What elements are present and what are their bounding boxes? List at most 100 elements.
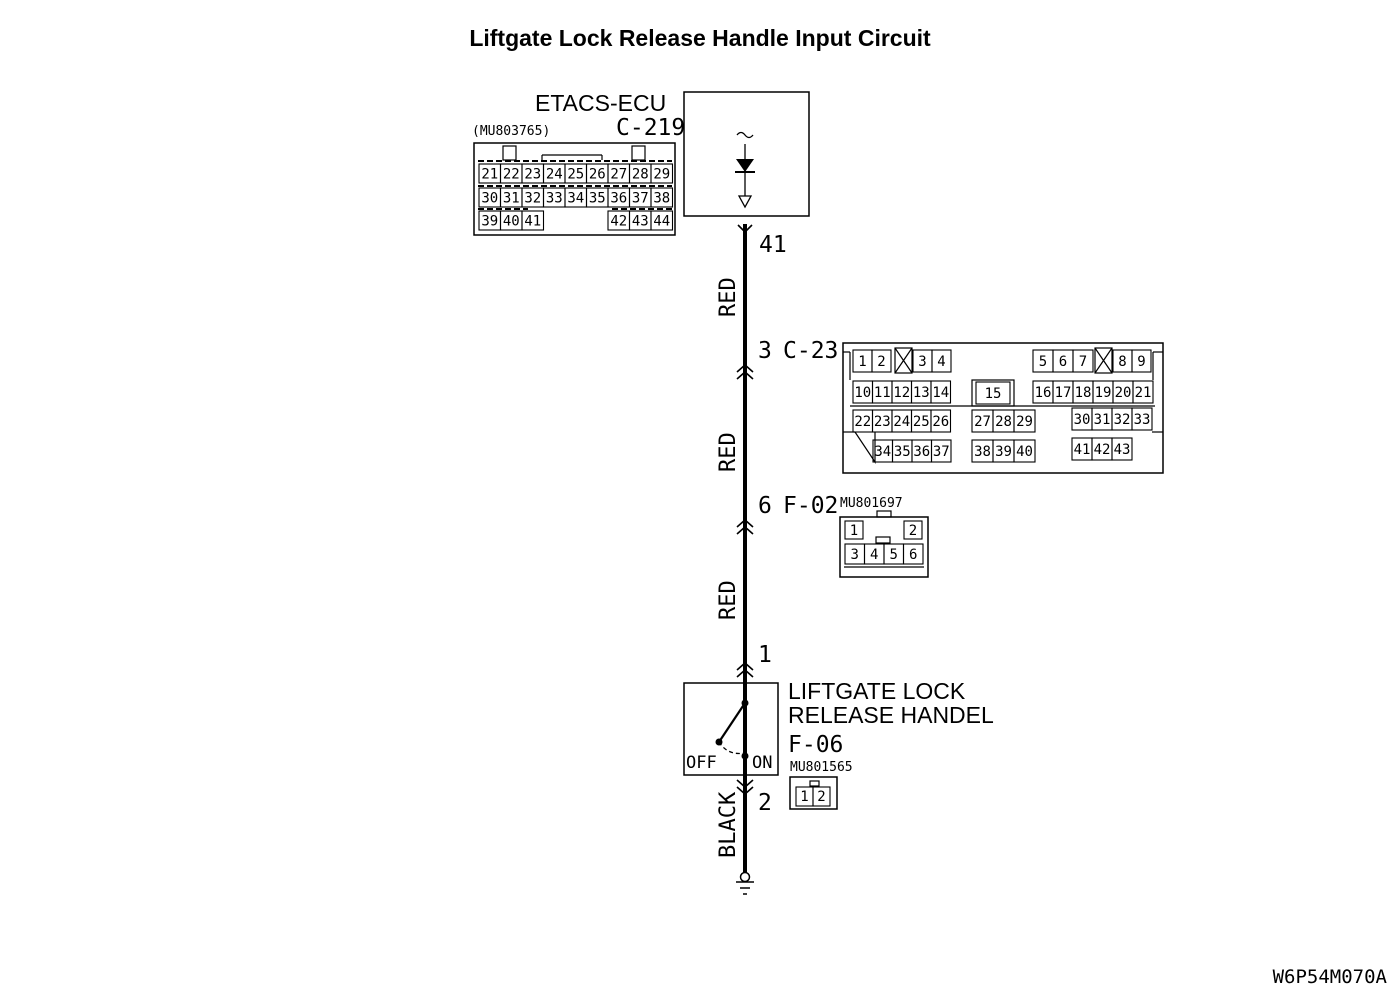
pin-cavity — [930, 380, 952, 404]
pin-label: 39 — [995, 444, 1012, 460]
pin-cavity — [931, 349, 952, 373]
pin-label: 10 — [854, 385, 871, 401]
pin-cavity — [1072, 349, 1094, 373]
pin-label: 3 — [851, 547, 859, 563]
c23-blank-cavity-2 — [1094, 347, 1113, 374]
pin-cavity — [1013, 409, 1036, 433]
pin-cavity — [902, 543, 924, 565]
pin-label: 13 — [913, 385, 930, 401]
ecu-name: ETACS-ECU — [535, 90, 666, 116]
f02-pin-number: 6 — [758, 493, 772, 519]
pin-cavity — [650, 163, 674, 184]
wire-color-4: BLACK — [716, 791, 741, 858]
f02-part-number: MU801697 — [840, 496, 903, 511]
pin-cavity — [975, 381, 1011, 405]
pin-label: 36 — [913, 444, 930, 460]
pin-label: 24 — [546, 167, 563, 183]
pin-label: 35 — [894, 444, 911, 460]
pin-cavity — [812, 786, 831, 807]
wire-color-3: RED — [716, 580, 741, 620]
pin-label: 17 — [1055, 385, 1072, 401]
ground-icon — [736, 871, 754, 895]
switch-pin-2: 2 — [758, 790, 772, 816]
pin-label: 33 — [546, 191, 563, 207]
switch-lever — [718, 702, 746, 743]
pin-label: 11 — [874, 385, 891, 401]
pin-label: 40 — [503, 214, 520, 230]
pin-label: 2 — [817, 789, 825, 805]
pin-label: 30 — [481, 191, 498, 207]
ecu-terminal-mark — [737, 224, 753, 234]
pin-label: 23 — [524, 167, 541, 183]
pin-cavity — [650, 187, 674, 208]
pin-label: 2 — [909, 523, 917, 539]
switch-on-label: ON — [752, 753, 772, 773]
pin-label: 20 — [1115, 385, 1132, 401]
pin-label: 44 — [653, 214, 670, 230]
page-title: Liftgate Lock Release Handle Input Circu… — [469, 25, 931, 51]
ecu-pin-number: 41 — [759, 232, 787, 258]
pin-label: 36 — [610, 191, 627, 207]
c23-blank-cavity-1 — [894, 347, 913, 374]
pin-label: 29 — [653, 167, 670, 183]
pin-label: 32 — [524, 191, 541, 207]
pin-label: 8 — [1118, 354, 1126, 370]
liftgate-release-switch: OFF ON — [683, 682, 779, 776]
pin-label: 43 — [632, 214, 649, 230]
pin-label: 41 — [524, 214, 541, 230]
pin-label: 40 — [1016, 444, 1033, 460]
pin-label: 31 — [503, 191, 520, 207]
c23-pin-number: 3 — [758, 338, 772, 364]
figure-code: W6P54M070A — [1273, 966, 1388, 988]
pin-label: 21 — [481, 167, 498, 183]
pin-label: 32 — [1114, 412, 1131, 428]
pin-label: 39 — [481, 214, 498, 230]
switch-top-terminal-mark — [736, 661, 754, 678]
switch-connector-id: F-06 — [788, 732, 843, 758]
pin-label: 25 — [913, 414, 930, 430]
pin-label: 22 — [503, 167, 520, 183]
pin-cavity — [871, 349, 892, 373]
pin-label: 41 — [1074, 442, 1091, 458]
pin-label: 14 — [932, 385, 949, 401]
pin-cavity — [1132, 380, 1154, 404]
pin-label: 7 — [1079, 354, 1087, 370]
pin-label: 37 — [933, 444, 950, 460]
switch-name-line2: RELEASE HANDEL — [788, 702, 994, 728]
pin-label: 24 — [893, 414, 910, 430]
pin-cavity — [650, 210, 674, 231]
pin-label: 42 — [1094, 442, 1111, 458]
pin-cavity — [1013, 439, 1036, 463]
pin-label: 27 — [974, 414, 991, 430]
pin-label: 31 — [1094, 412, 1111, 428]
pin-cavity — [930, 409, 952, 433]
c23-connector-id: C-23 — [783, 338, 838, 364]
pin-label: 1 — [850, 523, 858, 539]
pin-label: 19 — [1095, 385, 1112, 401]
pin-label: 21 — [1135, 385, 1152, 401]
junction-c23-mark — [736, 363, 754, 380]
pin-cavity — [1111, 437, 1133, 461]
pin-label: 12 — [893, 385, 910, 401]
pin-label: 42 — [610, 214, 627, 230]
pin-cavity — [844, 520, 864, 540]
f02-connector-id: F-02 — [783, 493, 838, 519]
pin-label: 16 — [1035, 385, 1052, 401]
pin-label: 1 — [800, 789, 808, 805]
pin-label: 9 — [1137, 354, 1145, 370]
switch-bottom-terminal-mark — [736, 779, 754, 796]
pin-label: 22 — [854, 414, 871, 430]
pin-label: 27 — [610, 167, 627, 183]
pin-label: 5 — [1039, 354, 1047, 370]
ecu-diode-icon — [735, 131, 755, 209]
pin-label: 1 — [858, 354, 866, 370]
pin-label: 28 — [995, 414, 1012, 430]
pin-cavity — [903, 520, 923, 540]
switch-part-number: MU801565 — [790, 760, 853, 775]
wire-color-2: RED — [716, 432, 741, 472]
pin-label: 35 — [589, 191, 606, 207]
pin-label: 4 — [870, 547, 878, 563]
